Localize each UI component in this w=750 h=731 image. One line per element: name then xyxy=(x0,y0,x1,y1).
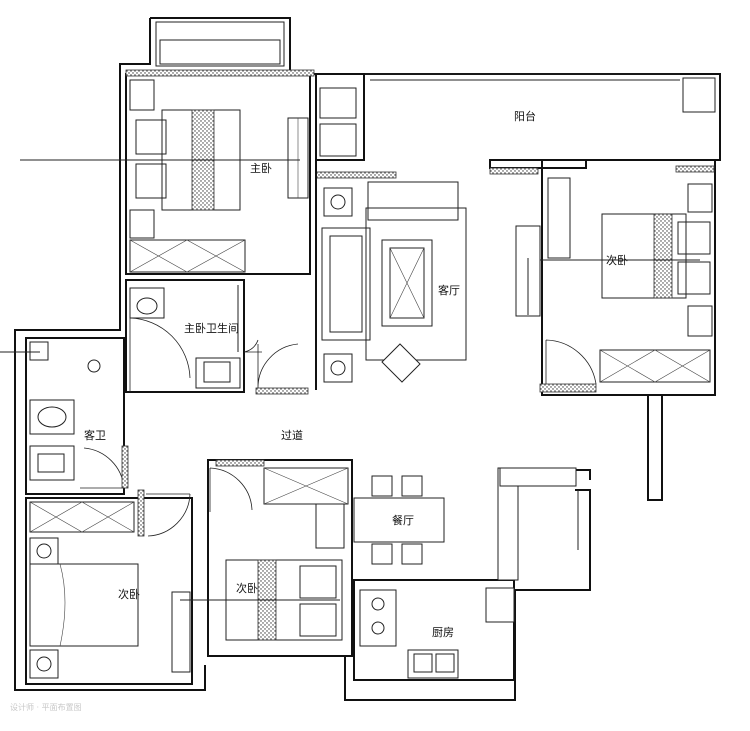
room-label-master-bathroom: 主卧卫生间 xyxy=(184,322,239,335)
armchair xyxy=(367,181,459,221)
room-label-corridor: 过道 xyxy=(281,429,303,442)
vanity xyxy=(195,357,241,389)
kitchen xyxy=(353,467,579,681)
wardrobe xyxy=(129,239,246,273)
desk xyxy=(547,177,571,259)
corridor xyxy=(137,343,309,537)
watermark: 设计师 · 平面布置图 xyxy=(10,703,82,712)
room-label-guest-bathroom: 客卫 xyxy=(84,429,106,442)
sofa xyxy=(321,227,371,341)
dining-table xyxy=(353,497,445,543)
bed xyxy=(29,563,139,647)
master-bedroom xyxy=(20,69,315,275)
wardrobe xyxy=(599,349,711,383)
desk xyxy=(171,591,191,673)
nightstand xyxy=(29,649,59,679)
dining-room xyxy=(353,475,445,565)
toilet xyxy=(129,287,165,319)
basin xyxy=(29,445,75,481)
second-bedroom-left xyxy=(0,351,193,685)
room-label-kitchen: 厨房 xyxy=(432,626,454,639)
window-sill xyxy=(125,69,315,77)
nightstand xyxy=(129,79,155,111)
stove xyxy=(359,589,397,647)
second-bedroom-right xyxy=(515,159,716,396)
room-label-living-room: 客厅 xyxy=(438,284,460,297)
room-label-dining-room: 餐厅 xyxy=(392,514,414,527)
room-label-second-bedroom-right: 次卧 xyxy=(606,254,628,267)
room-label-second-bedroom-left: 次卧 xyxy=(118,588,140,601)
guest-bathroom xyxy=(25,337,129,495)
room-label-balcony: 阳台 xyxy=(514,110,536,123)
wardrobe xyxy=(29,501,135,533)
toilet xyxy=(29,399,75,435)
room-label-second-bedroom-middle: 次卧 xyxy=(236,582,258,595)
nightstand xyxy=(129,209,155,239)
room-label-master-bedroom: 主卧 xyxy=(250,162,272,175)
master-bathroom xyxy=(125,279,262,393)
sink xyxy=(407,649,459,679)
fridge xyxy=(485,587,515,623)
nightstand xyxy=(29,537,59,565)
nightstand xyxy=(687,183,713,213)
living-room xyxy=(315,73,587,390)
nightstand xyxy=(687,305,713,337)
second-bedroom-middle xyxy=(180,459,353,657)
lounge-chair xyxy=(381,343,421,383)
